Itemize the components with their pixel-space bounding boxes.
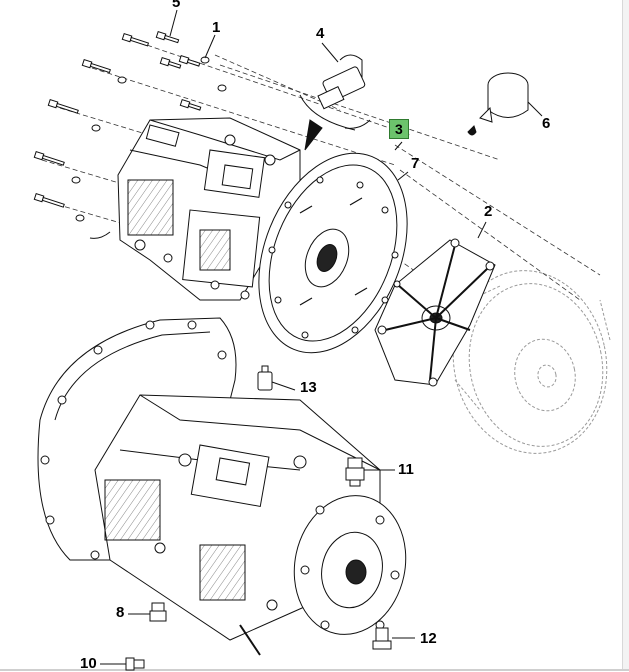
upper-hydraulic-pump (89, 117, 301, 301)
callout-3[interactable]: 3 (389, 119, 409, 139)
oil-reservoir (467, 72, 529, 136)
callout-2: 2 (484, 203, 493, 220)
fitting-12 (372, 627, 392, 650)
callout-13: 13 (300, 379, 317, 396)
callout-6: 6 (542, 115, 551, 132)
fitting-8 (149, 602, 167, 622)
callout-5: 5 (172, 0, 181, 11)
frame-edge (622, 0, 629, 671)
frame-bottom-line (0, 669, 629, 671)
callout-1: 1 (212, 19, 221, 36)
callout-8: 8 (116, 604, 125, 621)
callout-4: 4 (316, 25, 325, 42)
callout-11: 11 (398, 461, 414, 478)
sensor-plug (299, 54, 371, 151)
fitting-10 (125, 657, 145, 671)
callout-10: 10 (80, 655, 97, 672)
fitting-11 (345, 457, 365, 487)
fittings (125, 365, 392, 671)
mounting-bolts (33, 30, 227, 222)
lower-hydraulic-pump (94, 394, 407, 656)
fitting-13 (257, 365, 273, 391)
callout-12: 12 (420, 630, 437, 647)
callout-7: 7 (411, 155, 420, 172)
coupling-flange-plate (258, 152, 408, 354)
leader-lines (100, 9, 543, 665)
spoked-coupling (374, 238, 496, 387)
